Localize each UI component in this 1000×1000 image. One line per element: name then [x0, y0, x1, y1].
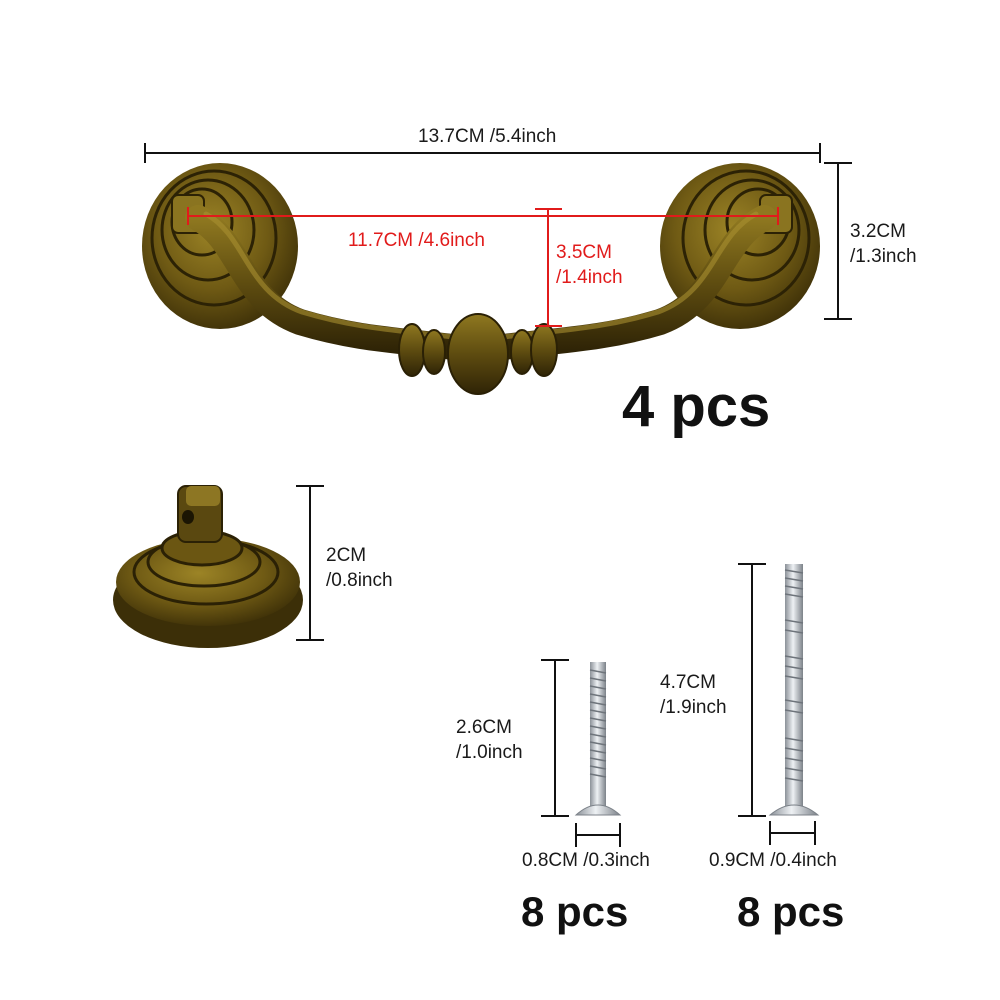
handle-height-label-inch: /1.3inch — [850, 246, 917, 267]
handle-quantity: 4 pcs — [622, 374, 771, 439]
short-screw-quantity: 8 pcs — [521, 888, 629, 935]
long-screw-length-dimension — [738, 563, 766, 817]
short-screw-length-label-cm: 2.6CM — [456, 717, 512, 738]
drop-depth-dimension — [535, 208, 562, 327]
short-screw-length-dimension — [541, 659, 569, 817]
drop-depth-label-inch: /1.4inch — [556, 267, 623, 288]
backplate-height-label-inch: /0.8inch — [326, 570, 393, 591]
hole-spacing-dimension — [187, 207, 779, 225]
drop-depth-label-cm: 3.5CM — [556, 242, 612, 263]
overall-width-dimension — [144, 143, 821, 163]
drawer-pull-handle-image — [142, 163, 820, 395]
handle-height-label-cm: 3.2CM — [850, 221, 906, 242]
backplate-height-dimension — [296, 485, 324, 641]
short-screw-head-label: 0.8CM /0.3inch — [522, 850, 650, 871]
backplate-image — [113, 485, 303, 648]
long-screw-length-label-cm: 4.7CM — [660, 672, 716, 693]
hole-spacing-label: 11.7CM /4.6inch — [348, 230, 485, 251]
short-screw-image — [574, 662, 622, 816]
handle-height-dimension — [824, 162, 852, 320]
backplate-height-label-cm: 2CM — [326, 545, 367, 566]
overall-width-label: 13.7CM /5.4inch — [418, 126, 557, 147]
long-screw-length-label-inch: /1.9inch — [660, 697, 727, 718]
long-screw-head-label: 0.9CM /0.4inch — [709, 850, 837, 871]
short-screw-head-dimension — [575, 823, 621, 847]
long-screw-quantity: 8 pcs — [737, 888, 845, 935]
long-screw-head-dimension — [769, 821, 816, 845]
short-screw-length-label-inch: /1.0inch — [456, 742, 523, 763]
long-screw-image — [768, 564, 820, 816]
